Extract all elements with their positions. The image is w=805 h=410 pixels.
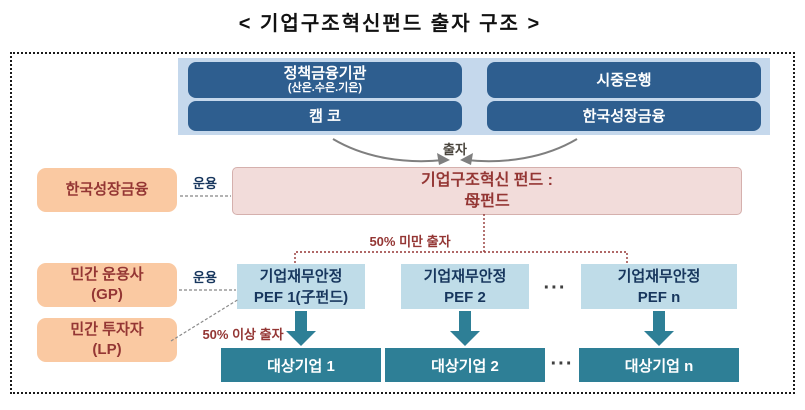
policy-finance-box: 정책금융기관 (산은.수은.기은)	[188, 62, 462, 98]
pef-box-1: 기업재무안정 PEF 1(子펀드)	[237, 264, 365, 309]
target-ellipsis: ···	[550, 353, 574, 375]
mother-fund-box: 기업구조혁신 펀드 : 母펀드	[232, 167, 742, 215]
pef-box-2: 기업재무안정 PEF 2	[401, 264, 529, 309]
lp-line1: 민간 투자자	[70, 321, 144, 338]
commercial-banks-name: 시중은행	[596, 71, 652, 89]
policy-finance-sub: (산은.수은.기은)	[287, 82, 363, 94]
target-company-1: 대상기업 1	[221, 348, 381, 382]
kgf-funder-name: 한국성장금융	[582, 107, 666, 125]
mother-fund-line2: 母펀드	[464, 193, 510, 210]
kgf-manager-box: 한국성장금융	[37, 168, 177, 212]
lp-box: 민간 투자자 (LP)	[37, 318, 177, 362]
manage-label-mother: 운용	[193, 176, 217, 191]
target-n-name: 대상기업 n	[624, 357, 694, 375]
funders-group: 정책금융기관 (산은.수은.기은) 시중은행 캠 코 한국성장금융	[178, 58, 770, 135]
pef-1-line2: PEF 1(子펀드)	[253, 288, 349, 306]
diagram-title: < 기업구조혁신펀드 출자 구조 >	[238, 13, 542, 35]
pef-1-line1: 기업재무안정	[259, 267, 343, 285]
gp-line2: (GP)	[91, 286, 123, 303]
pef-2-line2: PEF 2	[444, 288, 486, 306]
kamco-name: 캠 코	[309, 107, 341, 125]
mother-fund-line1: 기업구조혁신 펀드 :	[421, 172, 553, 189]
target-2-name: 대상기업 2	[431, 357, 499, 375]
kgf-funder-box: 한국성장금융	[487, 101, 761, 131]
contribution-label: 출자	[443, 142, 467, 157]
pef-n-line2: PEF n	[637, 288, 681, 306]
diagram-frame	[10, 52, 795, 394]
policy-finance-name: 정책금융기관	[283, 65, 367, 82]
gp-line1: 민간 운용사	[70, 266, 144, 283]
kamco-box: 캠 코	[188, 101, 462, 131]
commercial-banks-box: 시중은행	[487, 62, 761, 98]
pef-ellipsis: ···	[543, 277, 567, 299]
target-company-2: 대상기업 2	[385, 348, 545, 382]
pef-2-line1: 기업재무안정	[423, 267, 507, 285]
pef-n-line1: 기업재무안정	[617, 267, 701, 285]
pef-box-n: 기업재무안정 PEF n	[581, 264, 737, 309]
lp-line2: (LP)	[92, 341, 122, 358]
manage-label-pef: 운용	[193, 270, 217, 285]
gp-box: 민간 운용사 (GP)	[37, 263, 177, 307]
target-company-n: 대상기업 n	[579, 348, 739, 382]
over-50-label: 50% 이상 출자	[202, 327, 284, 342]
under-50-label: 50% 미만 출자	[369, 234, 451, 249]
target-1-name: 대상기업 1	[267, 357, 335, 375]
kgf-manager-name: 한국성장금융	[65, 181, 149, 198]
